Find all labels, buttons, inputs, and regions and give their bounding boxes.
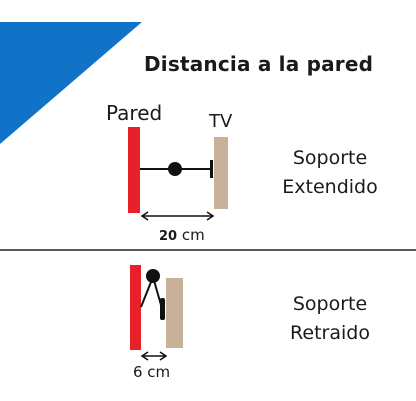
extended-distance-label: 20 cm [159, 226, 205, 244]
retracted-description: Soporte Retraido [260, 290, 400, 348]
tv-label: TV [209, 111, 233, 132]
retracted-distance-label: 6 cm [133, 363, 171, 381]
mount-plate-extended [210, 160, 213, 178]
extended-distance-unit: cm [177, 226, 205, 244]
mount-joint-extended [168, 162, 182, 176]
mount-plate-retracted [160, 298, 165, 320]
mount-joint-retracted [146, 269, 160, 283]
extended-distance-value: 20 [159, 229, 178, 244]
arrowhead-left-extended [140, 211, 149, 221]
diagram-title: Distancia a la pared [144, 52, 374, 76]
wall-label: Pared [106, 101, 163, 125]
arrowhead-right-retracted [159, 351, 168, 361]
tv-retracted [166, 278, 183, 348]
extended-description-line1: Soporte [292, 147, 368, 169]
wall-retracted [130, 265, 141, 350]
arrowhead-right-extended [206, 211, 215, 221]
extended-description: Soporte Extendido [260, 144, 400, 202]
wall-extended [128, 127, 140, 213]
retracted-description-line1: Soporte [292, 293, 368, 315]
arrowhead-left-retracted [140, 351, 149, 361]
extended-description-line2: Extendido [282, 176, 378, 198]
tv-extended [214, 137, 228, 209]
retracted-description-line2: Retraido [290, 322, 370, 344]
corner-accent [0, 22, 142, 144]
